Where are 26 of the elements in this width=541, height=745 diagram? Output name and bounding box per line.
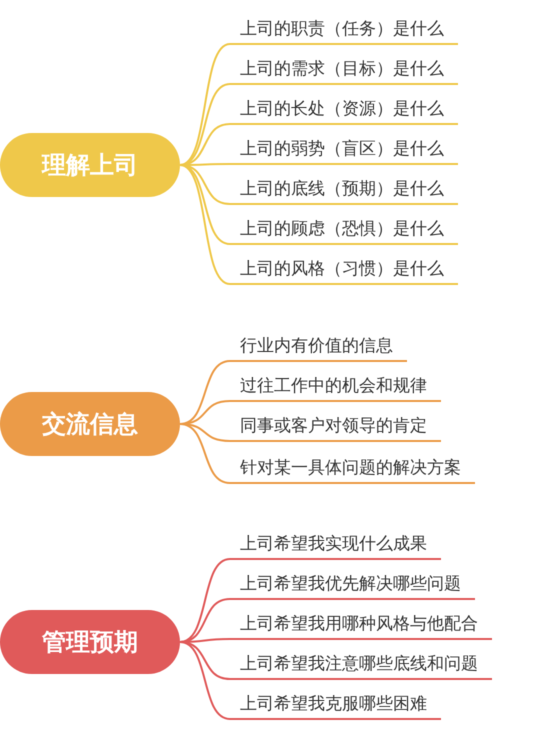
topic-pill: 交流信息 [0,392,180,456]
subtopic-text: 上司希望我注意哪些底线和问题 [230,650,492,680]
subtopic-text: 上司的底线（预期）是什么 [230,175,458,205]
subtopic-text: 上司的风格（习惯）是什么 [230,255,458,285]
subtopic-text: 行业内有价值的信息 [230,332,407,362]
branch-line [180,558,230,643]
branch-line [180,641,230,720]
subtopic-text: 上司希望我实现什么成果 [230,530,441,560]
subtopic-text: 上司的需求（目标）是什么 [230,55,458,85]
subtopic-text: 上司的长处（资源）是什么 [230,95,458,125]
branch-line [180,423,230,484]
subtopic-text: 上司希望我优先解决哪些问题 [230,570,475,600]
branch-line [180,83,230,166]
subtopic-text: 同事或客户对领导的肯定 [230,412,441,442]
subtopic-text: 上司希望我克服哪些困难 [230,690,441,720]
subtopic-text: 上司的职责（任务）是什么 [230,15,458,45]
topic-pill: 理解上司 [0,133,180,197]
subtopic-text: 上司希望我用哪种风格与他配合 [230,610,492,640]
branch-line [180,43,230,166]
subtopic-text: 上司的顾虑（恐惧）是什么 [230,215,458,245]
subtopic-text: 过往工作中的机会和规律 [230,372,441,402]
topic-pill: 管理预期 [0,610,180,674]
branch-line [180,164,230,285]
subtopic-text: 上司的弱势（盲区）是什么 [230,135,458,165]
subtopic-text: 针对某一具体问题的解决方案 [230,454,475,484]
branch-line [180,164,230,245]
